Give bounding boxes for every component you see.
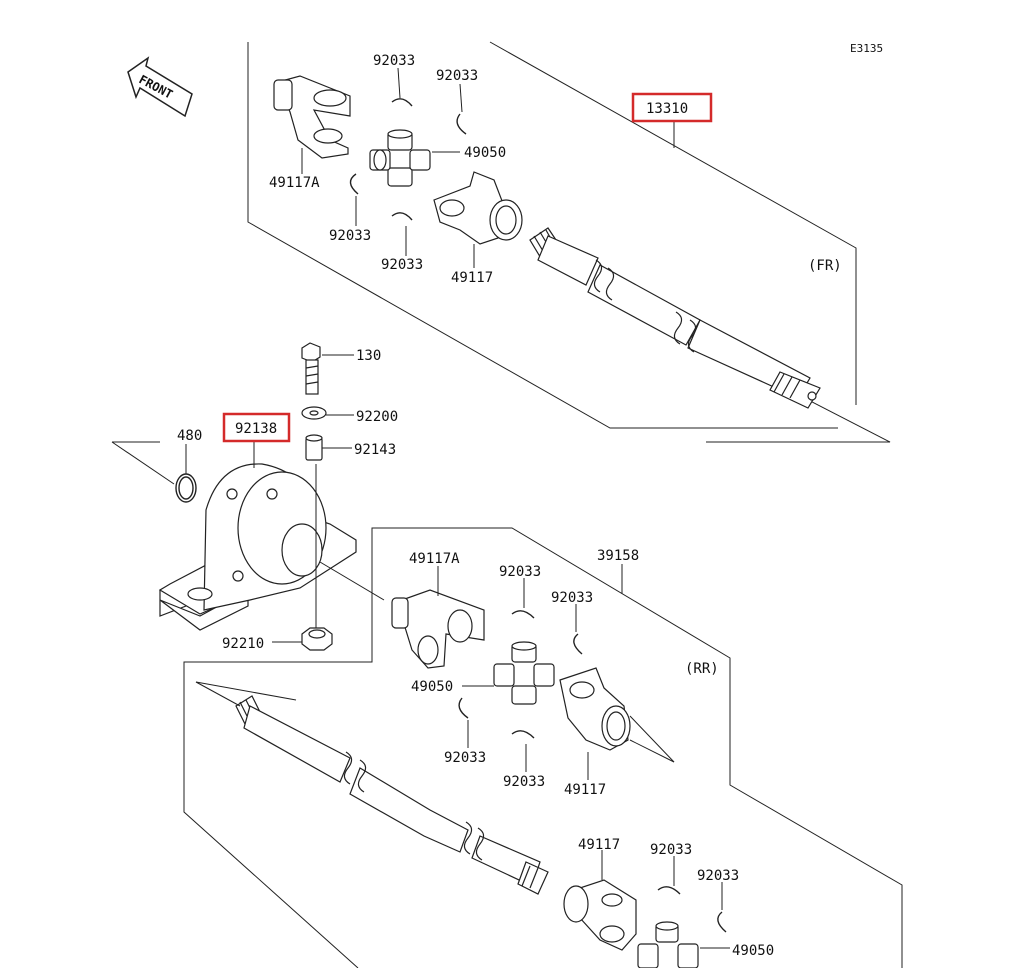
part-label-49117a-top[interactable]: 49117A (269, 175, 320, 191)
rear-cross-49050 (493, 641, 555, 705)
part-label-480[interactable]: 480 (177, 428, 202, 444)
highlight-box-13310 (631, 92, 713, 123)
rear-mid-circlips (458, 610, 583, 739)
rear-yoke-49117 (559, 667, 631, 751)
part-label-92033-h[interactable]: 92033 (503, 774, 545, 790)
front-yoke-49117A (273, 75, 351, 159)
part-label-92033-d[interactable]: 92033 (381, 257, 423, 273)
front-cross-49050 (369, 129, 431, 187)
part-label-130[interactable]: 130 (356, 348, 381, 364)
part-label-49050-bot[interactable]: 49050 (732, 943, 774, 959)
part-label-49050-top[interactable]: 49050 (464, 145, 506, 161)
front-drive-shaft (529, 227, 821, 409)
part-label-92138[interactable]: 92138 (235, 421, 277, 437)
circlip-480 (175, 473, 197, 503)
rear-yoke-49117A (391, 589, 485, 669)
rear-shaft-axis (195, 681, 297, 701)
leader-lines (111, 67, 730, 949)
part-label-92200[interactable]: 92200 (356, 409, 398, 425)
part-label-49117-bot[interactable]: 49117 (578, 837, 620, 853)
rear-shaft-axis-2 (195, 681, 241, 707)
part-label-92033-c[interactable]: 92033 (329, 228, 371, 244)
part-label-92210[interactable]: 92210 (222, 636, 264, 652)
part-label-92033-i[interactable]: 92033 (650, 842, 692, 858)
part-label-92143[interactable]: 92143 (354, 442, 396, 458)
front-circlips (349, 98, 467, 221)
drawing-code: E3135 (850, 42, 883, 55)
part-label-39158[interactable]: 39158 (597, 548, 639, 564)
front-arrow-icon: FRONT (127, 56, 193, 118)
part-label-49117-mid[interactable]: 49117 (564, 782, 606, 798)
part-label-49117a-mid[interactable]: 49117A (409, 551, 460, 567)
bearing-housing-92138 (158, 463, 357, 631)
rear-section-outline (183, 527, 903, 969)
part-label-92033-b[interactable]: 92033 (436, 68, 478, 84)
bottom-circlips (657, 886, 727, 933)
part-label-92033-g[interactable]: 92033 (444, 750, 486, 766)
part-label-92033-f[interactable]: 92033 (551, 590, 593, 606)
part-label-92033-a[interactable]: 92033 (373, 53, 415, 69)
highlight-box-92138 (222, 412, 291, 443)
nut-92210 (301, 627, 333, 651)
front-yoke-49117 (433, 171, 523, 245)
rear-drive-shaft (235, 695, 549, 895)
section-label-rear: (RR) (685, 661, 719, 677)
part-label-13310[interactable]: 13310 (646, 101, 688, 117)
part-label-92033-j[interactable]: 92033 (697, 868, 739, 884)
bottom-yoke-49117 (563, 879, 637, 951)
bottom-cross-49050 (637, 921, 699, 969)
washer-92200 (301, 406, 327, 420)
part-label-49117-top[interactable]: 49117 (451, 270, 493, 286)
collar-92143 (305, 434, 323, 461)
bolt-130 (301, 342, 321, 395)
rear-yoke-axis-2 (629, 715, 675, 763)
part-label-92033-e[interactable]: 92033 (499, 564, 541, 580)
section-label-front: (FR) (808, 258, 842, 274)
part-label-49050-mid[interactable]: 49050 (411, 679, 453, 695)
housing-shaft-axis (319, 561, 385, 601)
rear-yoke-axis (629, 739, 675, 763)
